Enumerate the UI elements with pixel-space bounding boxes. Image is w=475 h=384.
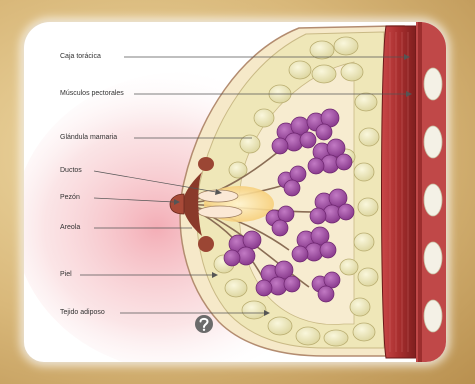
label-pezon: Pezón: [60, 194, 80, 201]
label-tejido-adiposo: Tejido adiposo: [60, 309, 105, 316]
duct-sinus-lower: [198, 206, 242, 218]
label-caja-toracica: Caja torácica: [60, 53, 101, 60]
diagram-panel: Caja torácica Músculos pectorales Glándu…: [24, 22, 446, 362]
chest-wall-edge: [418, 22, 422, 362]
label-areola: Areola: [60, 224, 80, 231]
areola-bump-top: [198, 157, 214, 171]
label-ductos: Ductos: [60, 167, 82, 174]
label-glandula-mamaria: Glándula mamaria: [60, 134, 117, 141]
areola-bump-bottom: [198, 236, 214, 252]
pectoral-muscle: [382, 26, 417, 358]
question-circle-icon: [195, 315, 213, 333]
label-piel: Piel: [60, 271, 72, 278]
label-musculos-pectorales: Músculos pectorales: [60, 90, 124, 97]
